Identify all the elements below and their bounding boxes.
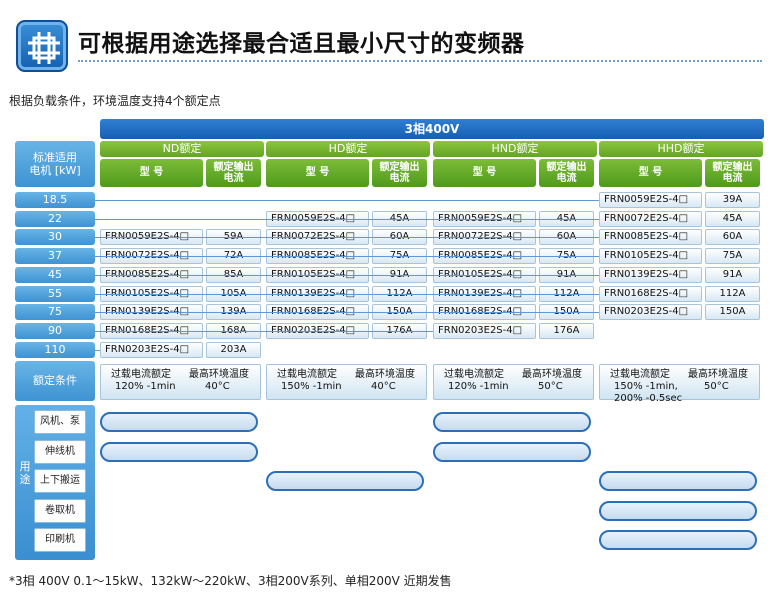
row-connector-line [95,256,599,257]
current-column-header: 额定输出 电流 [206,159,261,187]
motor-kw-cell: 18.5 [15,192,95,208]
current-cell: 60A [705,229,760,245]
current-cell: 112A [705,286,760,302]
overload-value: 120% -1min [115,381,176,392]
row-connector-line [95,275,599,276]
model-cell: FRN0203E2S-4□ [433,323,536,339]
current-cell: 150A [705,304,760,320]
overload-label: 过载电流额定 [277,369,337,380]
temp-value: 40°C [371,381,396,392]
temp-label: 最高环境温度 [688,369,748,380]
model-column-header: 型 号 [599,159,702,187]
rating-header: HHD额定 [599,141,763,157]
application-pill [599,501,757,521]
model-column-header: 型 号 [100,159,203,187]
row-connector-line [95,219,599,220]
application-pill [433,412,591,432]
row-connector-line [95,331,433,332]
model-cell: FRN0139E2S-4□ [599,267,702,283]
temp-label: 最高环境温度 [355,369,415,380]
overload-value: 120% -1min [448,381,509,392]
application-item: 印刷机 [34,528,86,552]
model-cell: FRN0203E2S-4□ [100,342,203,358]
application-group-label: 用途 [19,460,31,486]
model-cell: FRN0203E2S-4□ [599,304,702,320]
rating-header: ND额定 [100,141,264,157]
application-item: 卷取机 [34,499,86,523]
temp-value: 40°C [205,381,230,392]
model-cell: FRN0105E2S-4□ [599,248,702,264]
model-column-header: 型 号 [266,159,369,187]
temp-label: 最高环境温度 [522,369,582,380]
application-pill [599,530,757,550]
motor-kw-cell: 45 [15,267,95,283]
title-divider [78,60,762,62]
overload-value: 150% -1min, 200% -0.5sec [614,381,683,404]
model-column-header: 型 号 [433,159,536,187]
motor-kw-cell: 30 [15,229,95,245]
current-cell: 39A [705,192,760,208]
row-connector-line [95,350,100,351]
overload-label: 过载电流额定 [610,369,670,380]
current-cell: 75A [705,248,760,264]
current-cell: 176A [539,323,594,339]
motor-kw-cell: 90 [15,323,95,339]
model-cell: FRN0059E2S-4□ [599,192,702,208]
inverter-logo-icon [16,20,68,72]
current-column-header: 额定输出 电流 [705,159,760,187]
motor-kw-cell: 22 [15,211,95,227]
row-connector-line [95,200,599,201]
application-pill [599,471,757,491]
row-connector-line [95,312,599,313]
current-cell: 203A [206,342,261,358]
application-pill [100,442,258,462]
motor-kw-cell: 55 [15,286,95,302]
application-pill [433,442,591,462]
rating-header: HD额定 [266,141,430,157]
row-connector-line [95,237,599,238]
current-column-header: 额定输出 电流 [539,159,594,187]
motor-kw-cell: 37 [15,248,95,264]
motor-kw-cell: 75 [15,304,95,320]
model-cell: FRN0168E2S-4□ [599,286,702,302]
footnote: *3相 400V 0.1～15kW、132kW～220kW、3相200V系列、单… [9,574,452,588]
current-column-header: 额定输出 电流 [372,159,427,187]
row-connector-line [95,294,599,295]
phase-bar: 3相400V [100,119,764,139]
overload-label: 过载电流额定 [444,369,504,380]
motor-kw-header: 标准适用 电机 [kW] [15,141,95,187]
subtitle: 根据负载条件，环境温度支持4个额定点 [9,94,221,108]
condition-header: 额定条件 [15,361,95,401]
rating-header: HND额定 [433,141,597,157]
current-cell: 45A [705,211,760,227]
application-pill [100,412,258,432]
temp-value: 50°C [538,381,563,392]
page-title: 可根据用途选择最合适且最小尺寸的变频器 [78,31,525,57]
application-pill [266,471,424,491]
current-cell: 91A [705,267,760,283]
application-item: 伸线机 [34,440,86,464]
overload-label: 过载电流额定 [111,369,171,380]
temp-label: 最高环境温度 [189,369,249,380]
temp-value: 50°C [704,381,729,392]
application-item: 上下搬运 [34,469,86,493]
motor-kw-cell: 110 [15,342,95,358]
overload-value: 150% -1min [281,381,342,392]
model-cell: FRN0085E2S-4□ [599,229,702,245]
application-item: 风机、泵 [34,410,86,434]
model-cell: FRN0072E2S-4□ [599,211,702,227]
